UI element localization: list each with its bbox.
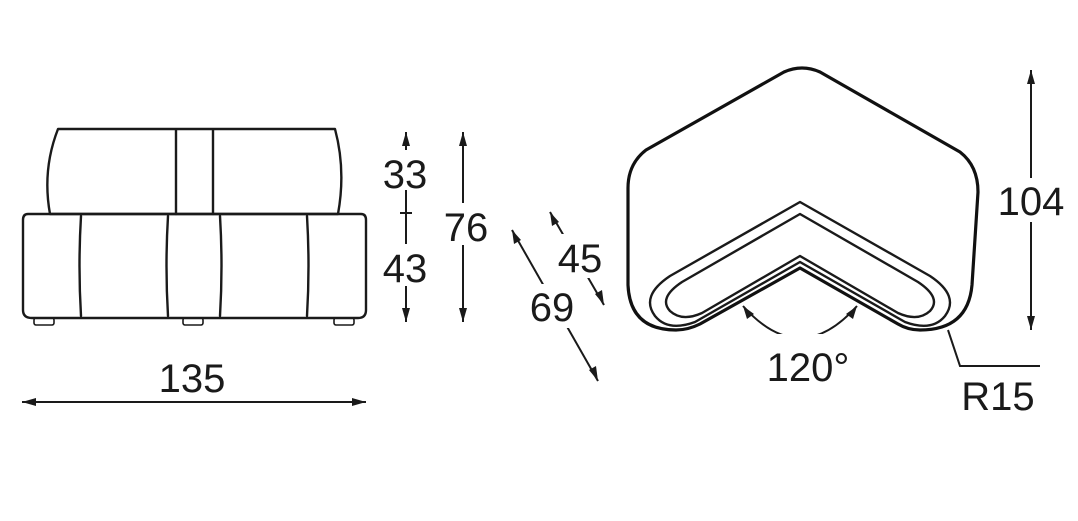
- width-dimension: 135: [22, 357, 366, 406]
- front-elevation: [21, 127, 368, 326]
- seat-panel-line-2: [165, 214, 170, 318]
- label-43: 43: [383, 247, 428, 291]
- label-76: 76: [444, 206, 489, 250]
- height-split-dimension: 33 43: [380, 132, 432, 322]
- seat-base: [21, 212, 368, 320]
- angle-dimension: 120°: [742, 305, 860, 390]
- plan-outer-outline: [626, 66, 980, 332]
- diagonal-depth-dimensions: 45 69: [511, 211, 608, 382]
- label-33: 33: [383, 153, 428, 197]
- seat-panel-line-3: [218, 214, 223, 318]
- label-135: 135: [159, 357, 226, 401]
- label-69: 69: [530, 286, 575, 330]
- plan-seat-inner: [664, 212, 936, 319]
- seat-panel-line-4: [305, 214, 310, 318]
- backrest: [46, 127, 343, 216]
- total-height-dimension: 76: [438, 132, 492, 322]
- foot-middle: [182, 317, 204, 326]
- label-120: 120°: [767, 346, 850, 390]
- label-45: 45: [558, 237, 603, 281]
- radius-dimension: R15: [947, 329, 1040, 419]
- plan-depth-dimension: 104: [990, 70, 1076, 330]
- label-104: 104: [998, 180, 1065, 224]
- label-r15: R15: [961, 375, 1034, 419]
- foot-left: [33, 317, 55, 326]
- seat-panel-line-1: [78, 214, 83, 318]
- plan-view: [626, 66, 980, 332]
- foot-right: [333, 317, 355, 326]
- plan-seat-outer: [648, 200, 952, 328]
